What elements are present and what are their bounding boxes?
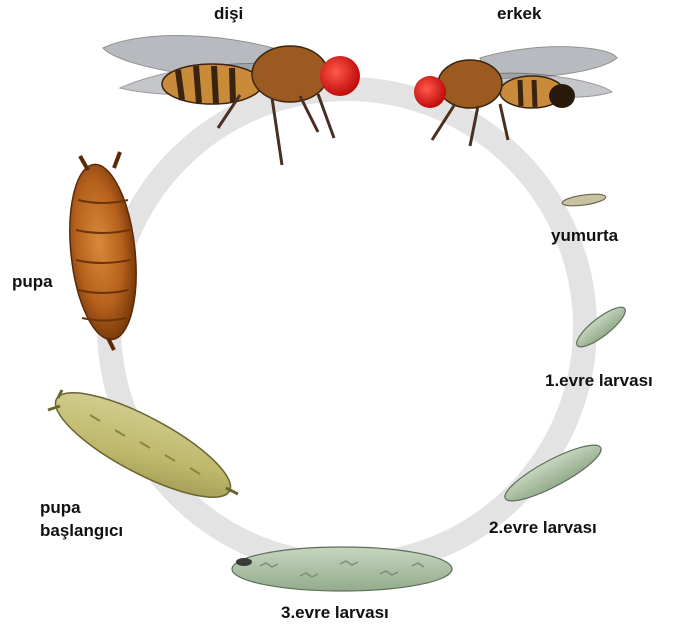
label-pupa: pupa — [12, 272, 53, 292]
label-larva2: 2.evre larvası — [489, 518, 597, 538]
third-instar-larva-icon — [232, 547, 452, 591]
male-fly-icon — [414, 47, 617, 146]
pupa-icon — [62, 152, 144, 350]
label-prepupa-line2: başlangıcı — [40, 521, 123, 541]
label-prepupa-line1: pupa — [40, 498, 81, 518]
label-egg: yumurta — [551, 226, 618, 246]
label-female: dişi — [214, 4, 243, 24]
label-larva3: 3.evre larvası — [281, 603, 389, 623]
egg-icon — [562, 192, 607, 208]
label-larva1: 1.evre larvası — [545, 371, 653, 391]
prepupa-icon — [43, 374, 242, 515]
label-male: erkek — [497, 4, 541, 24]
female-fly-icon — [103, 36, 360, 165]
